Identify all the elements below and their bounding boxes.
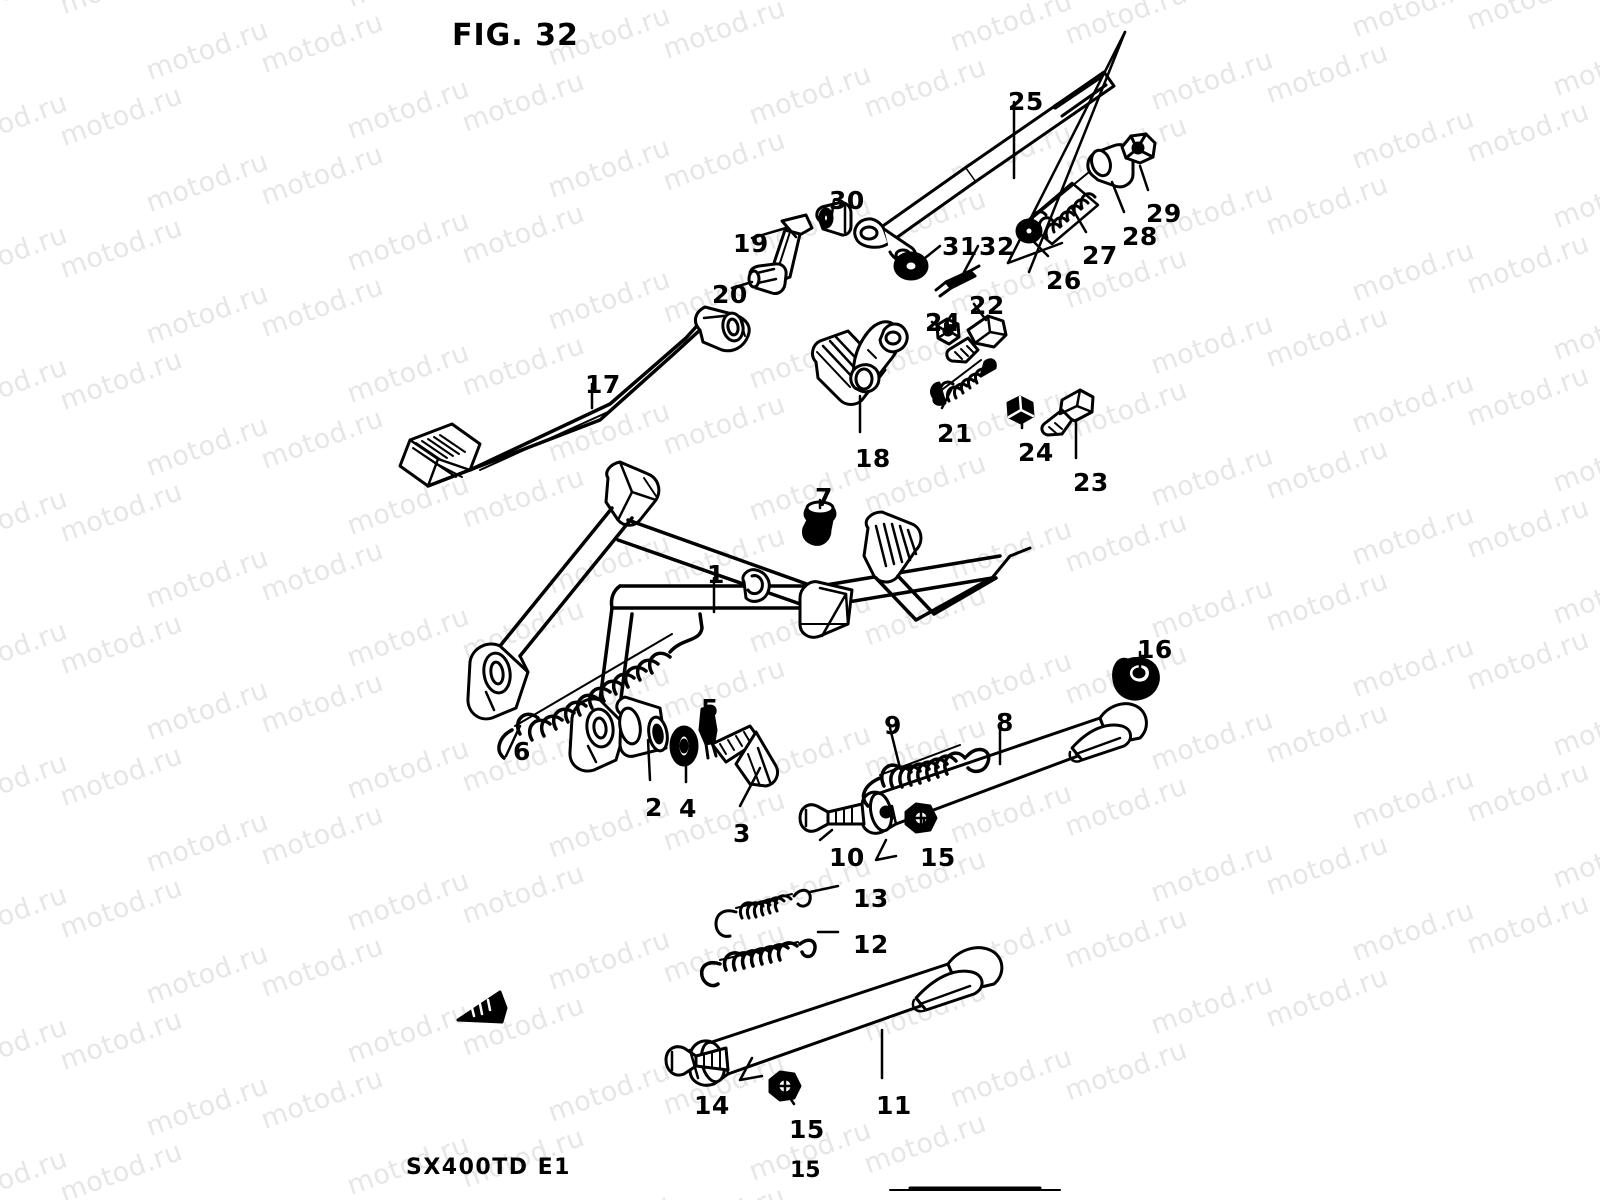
- part-spring-13: [714, 888, 812, 938]
- part-adjuster-nut-29: [1120, 132, 1157, 165]
- callout-rubber-stopper: 7: [815, 483, 833, 512]
- callout-side-stand-bolt: 10: [829, 843, 865, 872]
- part-brake-cam-lever-18: [811, 320, 909, 406]
- callout-side-stand-spring: 9: [884, 711, 902, 740]
- callout-nut-upper: 24: [925, 308, 961, 337]
- callout-cotter-pin: 5: [701, 694, 719, 723]
- callout-nut-lower: 24: [1018, 438, 1054, 467]
- part-side-stand-bolt-10: [798, 802, 866, 833]
- callout-spring-outer: 13: [853, 884, 889, 913]
- callout-brake-pedal: 17: [585, 370, 621, 399]
- model-caption: SX400TD E1: [406, 1155, 571, 1180]
- callout-brake-rod: 25: [1008, 87, 1044, 116]
- callout-lock-nut-lower: 15: [789, 1115, 825, 1144]
- part-brake-pedal-17: [398, 305, 751, 488]
- part-pivot-bolt-3: [710, 724, 780, 788]
- callout-rod-spring: 27: [1082, 241, 1118, 270]
- callout-pedal-bush: 20: [712, 280, 748, 309]
- callout-spring-seat: 28: [1122, 222, 1158, 251]
- part-side-stand-rubber-16: [1112, 656, 1160, 701]
- part-rod-spring-27: [1024, 167, 1100, 246]
- part-nut-24-lower: [1006, 395, 1035, 425]
- page-number: 15: [790, 1158, 821, 1183]
- callout-pivot-bolt: 3: [733, 819, 751, 848]
- part-lock-nut-15-lower: [738, 1056, 802, 1102]
- center-stand-kick-pedal: [798, 510, 998, 639]
- part-adjuster-bolt-22: [945, 314, 1008, 364]
- callout-side-stand-pivot-bolt: 14: [694, 1091, 730, 1120]
- part-side-stand-8: [860, 702, 1148, 835]
- callout-spring-inner: 12: [853, 930, 889, 959]
- part-hex-bolt-23: [1040, 388, 1095, 437]
- part-center-stand-1: [466, 460, 1032, 773]
- callout-spacer-collar: 2: [645, 793, 663, 822]
- part-washer-4: [669, 725, 699, 767]
- part-spring-12: [699, 938, 817, 988]
- callout-return-spring: 21: [937, 419, 973, 448]
- part-side-stand-11: [688, 946, 1004, 1087]
- callout-pedal-pivot-bolt: 19: [733, 229, 769, 258]
- part-return-spring-21: [930, 358, 997, 406]
- part-center-stand-spring-6: [497, 612, 704, 760]
- callout-adjuster-bolt: 22: [969, 291, 1005, 320]
- part-side-stand-bolt-14: [664, 1045, 730, 1077]
- callout-side-stand-body: 8: [996, 708, 1014, 737]
- part-lock-nut-15-upper: [874, 802, 938, 862]
- front-direction-marker: [456, 990, 508, 1024]
- callout-cotter-pin-rod: 32: [979, 232, 1015, 261]
- callout-rod-joint-pin: 26: [1046, 266, 1082, 295]
- figure-title: FIG. 32: [452, 18, 579, 53]
- part-spring-seat-28: [1086, 143, 1135, 189]
- callout-lock-nut: 15: [920, 843, 956, 872]
- callout-washer: 4: [679, 794, 697, 823]
- callout-washer-small: 31: [942, 232, 978, 261]
- part-spacer-collar-2: [615, 695, 669, 758]
- callout-hex-bolt: 23: [1073, 468, 1109, 497]
- part-rod-joint-pin-26: [1015, 218, 1043, 244]
- callout-leader-lines: [504, 100, 1150, 1106]
- callout-center-stand-spring: 6: [513, 737, 531, 766]
- part-pedal-bush-20: [747, 262, 788, 295]
- callout-clevis-pin: 30: [829, 186, 865, 215]
- part-clevis-pin-30: [815, 201, 853, 237]
- callout-adjuster-nut: 29: [1146, 199, 1182, 228]
- callout-side-stand-body-alt: 11: [876, 1091, 912, 1120]
- part-side-stand-spring-9: [861, 744, 991, 808]
- callout-brake-cam-shaft-lever: 18: [855, 444, 891, 473]
- callout-center-stand-body: 1: [707, 560, 725, 589]
- callout-side-stand-rubber: 16: [1137, 635, 1173, 664]
- bottom-rule: [889, 1186, 1061, 1191]
- part-washer-31: [893, 251, 929, 281]
